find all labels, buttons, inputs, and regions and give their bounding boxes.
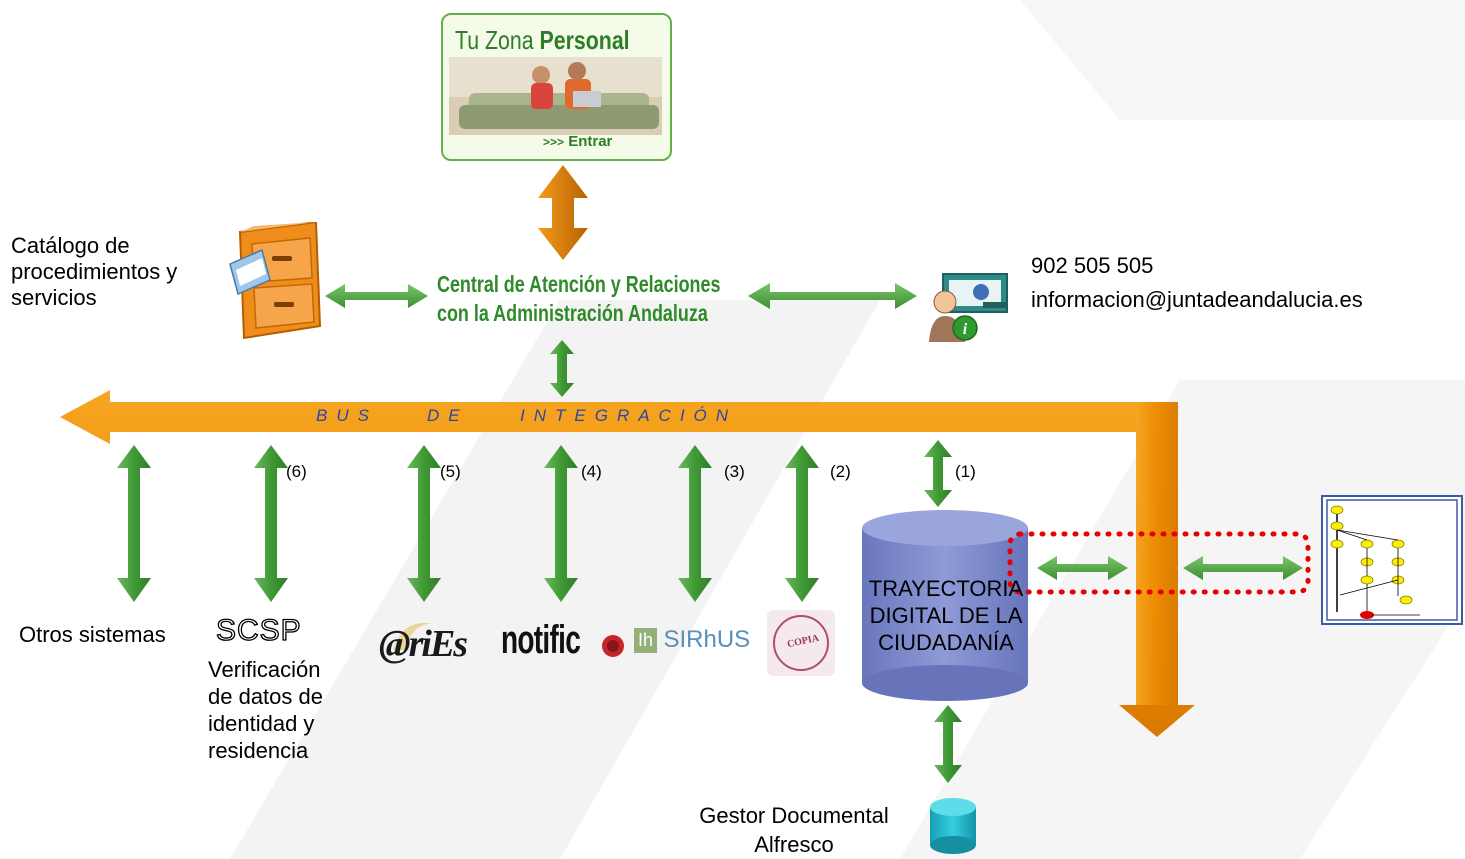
gestor-cylinder — [930, 798, 976, 854]
scsp-description: Verificación de datos de identidad y res… — [208, 657, 323, 763]
portal-central-arrow — [538, 165, 588, 260]
cylinder-gestor-arrow — [934, 705, 962, 783]
catalog-label: Catálogo de procedimientos y servicios — [11, 233, 178, 310]
aries-swoosh-icon — [393, 623, 433, 650]
connector-label-3: (3) — [724, 462, 745, 481]
connector-otros — [117, 445, 151, 602]
trayectoria-label: TRAYECTORIA DIGITAL DE LA CIUDADANÍA — [868, 576, 1024, 655]
central-contact-arrow — [748, 283, 917, 309]
scsp-logo: SCSP — [215, 613, 302, 647]
cylinder-workflow-arrow-left — [1037, 556, 1128, 580]
workflow-diagram-icon — [1321, 495, 1463, 625]
connector-6 — [254, 445, 288, 602]
connector-label-1: (1) — [955, 462, 976, 481]
central-atencion-title: Central de Atención y Relaciones con la … — [437, 271, 721, 326]
notific-logo: notific — [501, 618, 581, 662]
svg-text:i: i — [963, 321, 968, 338]
sirhus-logo: Ih SIRhUS — [634, 626, 750, 654]
tu-zona-personal-portal[interactable]: Tu Zona Personal >>> Entrar — [441, 13, 672, 161]
contact-email[interactable]: informacion@juntadeandalucia.es — [1031, 287, 1363, 312]
connector-5 — [407, 445, 441, 602]
copia-stamp: COPIA — [767, 610, 835, 676]
trayectoria-cylinder — [862, 510, 1028, 701]
connector-2 — [785, 445, 819, 602]
bus-label-bus: BUS — [316, 406, 378, 425]
dotted-highlight — [1007, 531, 1311, 595]
couple-photo — [449, 57, 662, 135]
bus-label-integracion: INTEGRACIÓN — [520, 406, 738, 425]
contact-info: 902 505 505 informacion@juntadeandalucia… — [1031, 249, 1363, 317]
connector-label-6: (6) — [286, 462, 307, 481]
central-bus-arrow — [550, 340, 574, 397]
aries-logo: @riEs — [373, 610, 493, 668]
cylinder-workflow-arrow-right — [1183, 556, 1303, 580]
otros-sistemas-label: Otros sistemas — [19, 622, 166, 647]
connector-3 — [678, 445, 712, 602]
integration-bus — [60, 390, 1195, 737]
connector-1 — [924, 440, 952, 507]
contact-phone: 902 505 505 — [1031, 253, 1154, 278]
call-center-icon: i — [929, 273, 1008, 342]
connector-label-4: (4) — [581, 462, 602, 481]
connector-4 — [544, 445, 578, 602]
portal-title: Tu Zona Personal — [455, 25, 630, 55]
connector-label-5: (5) — [440, 462, 461, 481]
catalog-central-arrow — [325, 284, 428, 308]
connector-label-2: (2) — [830, 462, 851, 481]
portal-enter-link[interactable]: >>> Entrar — [543, 133, 613, 150]
filing-cabinet-icon — [229, 222, 322, 340]
gestor-documental-label: Gestor Documental Alfresco — [699, 803, 889, 857]
bus-label-de: DE — [427, 406, 469, 425]
notific-seal-icon — [602, 635, 624, 657]
